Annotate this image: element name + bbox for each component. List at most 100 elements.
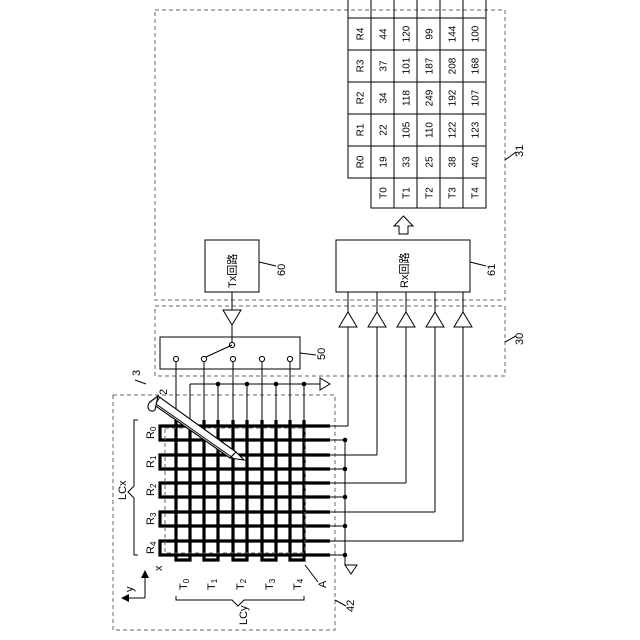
rx-input-buffers (330, 292, 472, 557)
table-cell: 123 (471, 121, 482, 138)
table-cell: 144 (448, 25, 459, 42)
axis-y-label: y (124, 586, 136, 592)
hollow-arrow-icon (394, 216, 413, 234)
ref-50: 50 (316, 348, 328, 360)
table-cell: 208 (448, 57, 459, 74)
table-cell: 25 (425, 156, 436, 168)
switch-box-50 (160, 337, 300, 369)
table-cell: 101 (402, 57, 413, 74)
table-cell: 122 (448, 121, 459, 138)
block-30-boundary (155, 306, 505, 376)
switch-contact (201, 356, 206, 361)
row-label: R1 (145, 455, 158, 468)
switch-contact (287, 356, 292, 361)
row-label: R0 (145, 426, 158, 439)
axis-x-label: x (153, 565, 165, 571)
axis-y-arrow-icon (121, 594, 129, 602)
table-r-header: R4 (356, 27, 367, 40)
lcy-label: LCy (238, 605, 250, 625)
table-cell: 38 (448, 156, 459, 168)
table-cell: 100 (471, 25, 482, 42)
rx-buffer-triangle-icon (339, 312, 357, 327)
table-cell: 33 (402, 156, 413, 168)
table-cell: 120 (402, 25, 413, 42)
ground-symbol-top-icon (320, 378, 330, 390)
block-31-boundary (155, 10, 505, 300)
ref-60: 60 (276, 264, 288, 276)
rx-buffer-triangle-icon (426, 312, 444, 327)
stylus-cap (148, 396, 158, 411)
ref-42: 42 (345, 600, 357, 612)
switch-contacts (173, 356, 292, 361)
ref-60-leader (259, 262, 276, 266)
table-cell: 40 (471, 156, 482, 168)
grid-inner-dashed-region (165, 428, 305, 553)
column-label: T3 (264, 578, 277, 590)
rx-circuit-label: Rx回路 (398, 253, 411, 288)
table-cell: 19 (379, 156, 390, 168)
table-cell: 107 (471, 89, 482, 106)
table-cell: 168 (471, 57, 482, 74)
table-t-header: T2 (425, 187, 436, 199)
rx-buffer-triangle-icon (454, 312, 472, 327)
switch-contact (259, 356, 264, 361)
table-cell: 110 (425, 122, 436, 138)
table-t-header: T3 (448, 187, 459, 199)
ref-50-leader (300, 353, 316, 355)
ref-31: 31 (514, 145, 526, 157)
column-label: T1 (206, 578, 219, 590)
table-r-header: R0 (356, 155, 367, 168)
row-labels: R0R1R2R3R4 (145, 426, 158, 554)
table-cell: 118 (402, 90, 413, 106)
ref-3: 3 (131, 370, 143, 376)
rx-buffer-triangle-icon (368, 312, 386, 327)
column-label: T2 (235, 578, 248, 590)
rx-buffer-triangle-icon (397, 312, 415, 327)
result-table: R0 R1 R2 R3 R4T0 T1 T2 T3 T4 19 33 25 38 40 22 105 110 12… (348, 0, 486, 208)
axis-indicator: x y (121, 565, 165, 602)
table-cell: 99 (425, 28, 436, 40)
ref-2: 2 (158, 389, 170, 395)
ref-3-leader (135, 380, 146, 384)
lcx-brace (128, 420, 138, 555)
row-label: R3 (145, 512, 158, 525)
switch-output-lines (176, 362, 290, 420)
ref-A: A (317, 580, 329, 588)
stylus-inner-line (156, 404, 233, 458)
table-t-header: T4 (471, 187, 482, 199)
table-cell: 192 (448, 89, 459, 106)
row-label: R4 (145, 541, 158, 554)
lcy-brace (176, 596, 304, 606)
ref-61-leader (470, 262, 486, 266)
table-r-header: R3 (356, 59, 367, 72)
ref-61: 61 (486, 264, 498, 276)
table-r-header: R2 (356, 91, 367, 104)
column-label: T0 (178, 578, 191, 590)
top-bus-drops (190, 384, 304, 420)
table-cell: 249 (425, 89, 436, 106)
table-cell: 22 (379, 124, 390, 136)
table-cell: 37 (379, 60, 390, 72)
table-cell: 44 (379, 28, 390, 40)
lcx-label: LCx (117, 480, 129, 500)
sensor-grid (160, 420, 330, 560)
column-labels: T0 T1 T2 T3 T4 (178, 578, 305, 590)
column-label: T4 (292, 578, 305, 590)
table-cell: 34 (379, 92, 390, 104)
table-cell: 105 (402, 121, 413, 138)
row-label: R2 (145, 483, 158, 496)
tx-buffer-triangle-icon (223, 310, 241, 325)
table-t-header: T0 (379, 187, 390, 199)
switch-arm (206, 345, 232, 357)
ground-symbol-bottom-icon (345, 565, 357, 574)
table-t-header: T1 (402, 187, 413, 199)
switch-contact (230, 356, 235, 361)
ref-A-leader (305, 565, 318, 582)
table-r-header: R1 (356, 123, 367, 136)
axis-x-arrow-icon (141, 570, 149, 578)
table-cell: 187 (425, 57, 436, 74)
ref-30: 30 (514, 333, 526, 345)
tx-circuit-label: Tx回路 (226, 254, 239, 288)
switch-contact (173, 356, 178, 361)
